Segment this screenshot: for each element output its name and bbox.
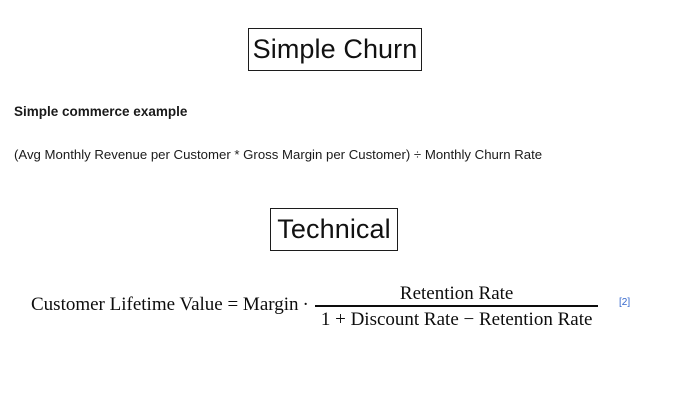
- technical-heading-label: Technical: [277, 214, 391, 244]
- clv-math-formula: Customer Lifetime Value = Margin · Reten…: [31, 283, 599, 330]
- simple-churn-heading-box: Simple Churn: [248, 28, 422, 71]
- fraction-numerator: Retention Rate: [399, 283, 514, 304]
- citation-link-2[interactable]: [2]: [619, 297, 631, 308]
- simple-churn-formula-text: (Avg Monthly Revenue per Customer * Gros…: [14, 147, 543, 162]
- clv-fraction: Retention Rate 1 + Discount Rate − Reten…: [314, 283, 599, 330]
- technical-heading-box: Technical: [270, 208, 398, 251]
- clv-formula-lhs: Customer Lifetime Value = Margin: [31, 294, 299, 316]
- simple-churn-heading-label: Simple Churn: [252, 34, 418, 64]
- fraction-denominator: 1 + Discount Rate − Retention Rate: [320, 308, 593, 330]
- fraction-bar: [314, 305, 599, 307]
- multiplication-dot: ·: [302, 293, 309, 315]
- simple-commerce-example-subtitle: Simple commerce example: [14, 104, 188, 119]
